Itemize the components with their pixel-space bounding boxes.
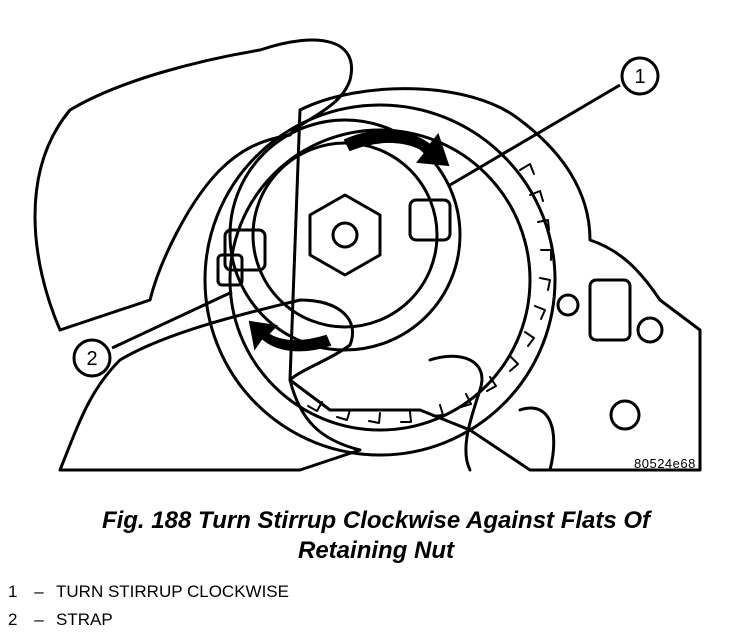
- figure-reference-code: 80524e68: [634, 456, 696, 471]
- callout-2-leader: [111, 290, 233, 350]
- legend-number: 2: [8, 610, 18, 629]
- ring-gear-outer: [203, 103, 557, 457]
- legend-number: 1: [8, 582, 18, 601]
- arrow-bottom: [248, 320, 332, 352]
- caption-line-2: Retaining Nut: [298, 537, 454, 564]
- stirrup-block-right: [408, 198, 452, 242]
- bolt-hole-1: [636, 316, 664, 344]
- figure-caption: Fig. 188 Turn Stirrup Clockwise Against …: [0, 506, 752, 566]
- callout-legend: 1 – TURN STIRRUP CLOCKWISE 2 – STRAP: [8, 578, 289, 634]
- arrow-top: [343, 129, 450, 167]
- bolt-hole-3: [556, 293, 580, 317]
- retaining-nut: [308, 193, 382, 277]
- housing-outline: [288, 87, 702, 472]
- bracket: [588, 278, 632, 342]
- callout-1-number: 1: [634, 66, 645, 88]
- legend-item: 1 – TURN STIRRUP CLOCKWISE: [8, 578, 289, 606]
- hand-lower: [58, 298, 362, 472]
- legend-dash: –: [34, 582, 44, 601]
- nut-center: [331, 221, 359, 249]
- fingers-lower: [428, 354, 556, 472]
- callout-1-leader: [449, 83, 621, 187]
- bolt-hole-2: [609, 399, 641, 431]
- technical-illustration: 1 2: [33, 38, 702, 472]
- rotation-arrows: [248, 129, 450, 352]
- ring-gear-inner: [228, 128, 532, 432]
- callout-2-circle: [72, 338, 112, 378]
- callout-1-circle: [620, 56, 660, 96]
- gear-teeth: [307, 163, 552, 424]
- strap: [216, 253, 244, 287]
- stirrup-block-left: [223, 228, 267, 272]
- hand-upper: [33, 38, 353, 332]
- callout-2-number: 2: [86, 348, 97, 370]
- legend-dash: –: [34, 610, 44, 629]
- legend-item: 2 – STRAP: [8, 606, 289, 634]
- legend-text: TURN STIRRUP CLOCKWISE: [56, 582, 289, 601]
- legend-text: STRAP: [56, 610, 113, 629]
- caption-line-1: Fig. 188 Turn Stirrup Clockwise Against …: [101, 507, 651, 534]
- stirrup-illustration-svg: 1 2: [33, 38, 702, 472]
- carrier-inner-ring: [251, 141, 439, 329]
